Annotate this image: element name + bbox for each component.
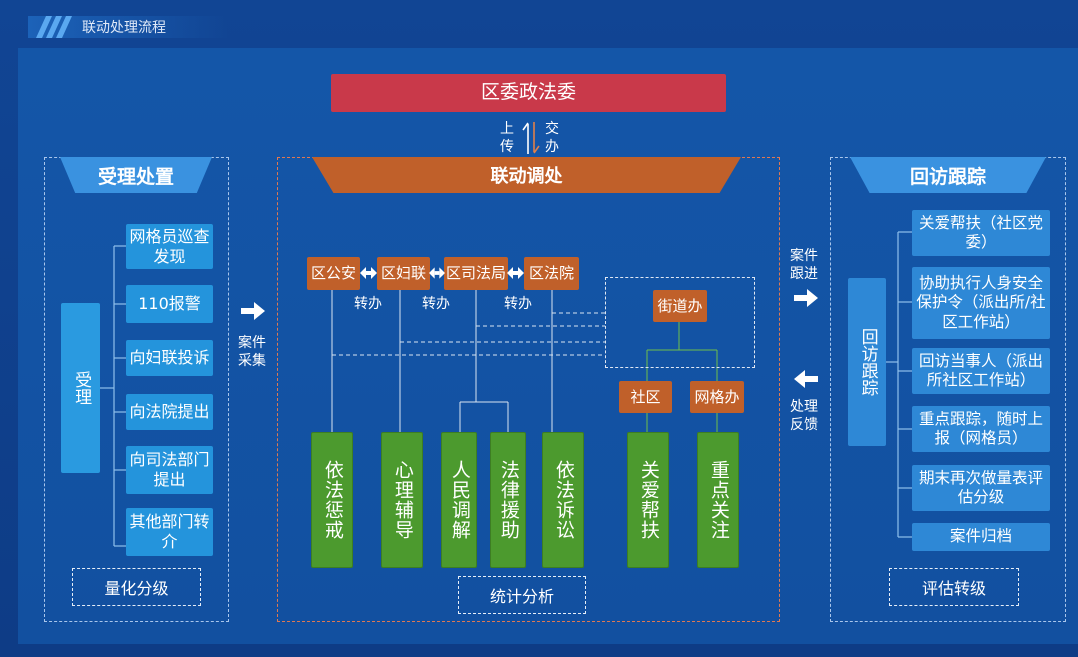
up-label: 上传 xyxy=(500,121,514,155)
collect-label: 案件采集 xyxy=(238,335,266,369)
right-item-revisit: 回访当事人（派出所社区工作站） xyxy=(912,348,1050,394)
down-label: 交办 xyxy=(545,121,559,155)
community-box: 社区 xyxy=(619,381,672,413)
double-arrow-icon xyxy=(429,267,445,279)
follow-label: 案件跟进 xyxy=(790,248,818,282)
track-box: 回访跟踪 xyxy=(848,278,886,446)
center-footer: 统计分析 xyxy=(458,576,586,614)
transfer-label-2: 转办 xyxy=(422,296,450,312)
transfer-label-3: 转办 xyxy=(504,296,532,312)
right-item-archive: 案件归档 xyxy=(912,523,1050,551)
left-column-title: 受理处置 xyxy=(60,157,212,193)
agency-court: 区法院 xyxy=(524,257,579,290)
right-item-care: 关爱帮扶（社区党委） xyxy=(912,210,1050,256)
double-arrow-icon xyxy=(360,267,377,279)
right-item-key-tracking: 重点跟踪，随时上报（网格员） xyxy=(912,406,1050,452)
double-arrow-icon xyxy=(507,267,524,279)
left-footer: 量化分级 xyxy=(72,568,201,606)
street-office-frame xyxy=(605,277,755,368)
grid-office-box: 网格办 xyxy=(690,381,744,413)
transfer-label-1: 转办 xyxy=(354,296,382,312)
right-item-protection-order: 协助执行人身安全保护令（派出所/社区工作站） xyxy=(912,267,1050,339)
left-item-other-dept: 其他部门转介 xyxy=(126,508,213,556)
feedback-label: 处理反馈 xyxy=(790,399,818,433)
accept-box: 受理 xyxy=(61,303,100,473)
left-item-grid-patrol: 网格员巡查发现 xyxy=(126,224,213,269)
result-legal-aid: 法律援助 xyxy=(490,432,526,568)
committee-box: 区委政法委 xyxy=(331,74,726,112)
result-litigation: 依法诉讼 xyxy=(542,432,584,568)
result-key-attention: 重点关注 xyxy=(697,432,739,568)
result-legal-punishment: 依法惩戒 xyxy=(311,432,353,568)
agency-judicial-bureau: 区司法局 xyxy=(444,257,508,290)
result-psych-counseling: 心理辅导 xyxy=(381,432,423,568)
center-column-title: 联动调处 xyxy=(312,157,741,193)
right-footer: 评估转级 xyxy=(889,568,1019,606)
left-item-womens-fed: 向妇联投诉 xyxy=(126,340,213,376)
right-arrow-icon-follow xyxy=(794,289,818,307)
result-care-support: 关爱帮扶 xyxy=(627,432,669,568)
right-arrow-icon-collect xyxy=(241,302,265,320)
header-bar xyxy=(28,16,228,38)
agency-police: 区公安 xyxy=(307,257,360,290)
right-column-title: 回访跟踪 xyxy=(850,157,1046,193)
left-item-court: 向法院提出 xyxy=(126,394,213,430)
left-arrow-icon-feedback xyxy=(794,370,818,388)
left-item-110-alarm: 110报警 xyxy=(126,285,213,323)
header-stripes-icon xyxy=(36,16,72,38)
street-office-box: 街道办 xyxy=(653,290,707,322)
agency-womens-fed: 区妇联 xyxy=(377,257,430,290)
header-title: 联动处理流程 xyxy=(82,20,166,36)
left-item-judicial: 向司法部门提出 xyxy=(126,446,213,494)
up-down-arrows-icon xyxy=(522,122,540,154)
right-item-reassess: 期末再次做量表评估分级 xyxy=(912,465,1050,511)
result-mediation: 人民调解 xyxy=(441,432,477,568)
